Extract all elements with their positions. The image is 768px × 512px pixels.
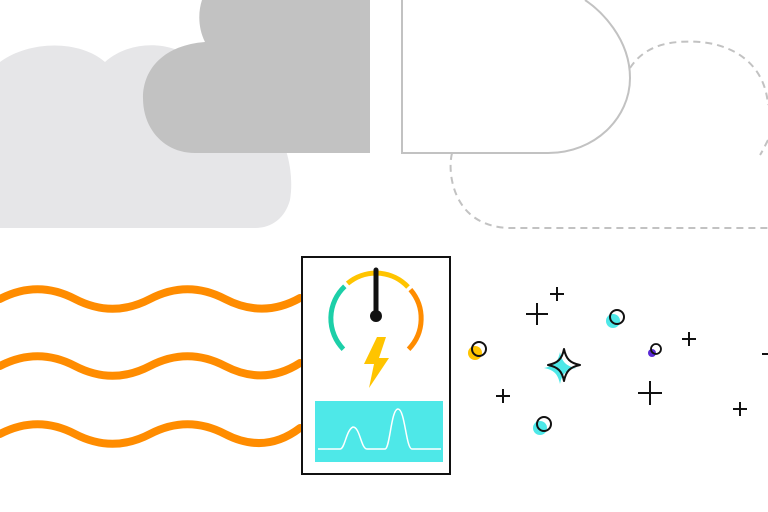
cloud-dashed-edge — [759, 139, 768, 156]
signal-screen — [315, 401, 443, 462]
wave-bottom — [0, 420, 304, 448]
gauge-arc-right — [406, 287, 424, 351]
ring-icon — [533, 416, 552, 435]
energy-meter-panel — [301, 256, 451, 475]
gauge-pivot — [370, 310, 382, 322]
clouds — [0, 0, 768, 229]
plus-marks — [496, 287, 768, 416]
plus-icon — [682, 332, 696, 346]
signal-wave-icon — [318, 408, 441, 450]
lightning-bolt-icon — [364, 337, 389, 388]
particles — [468, 287, 768, 435]
plus-icon — [733, 402, 747, 416]
plus-icon — [496, 389, 510, 403]
wave-top — [0, 285, 304, 313]
heat-waves — [0, 285, 304, 448]
gauge-icon — [328, 267, 424, 351]
cloud-dashed-lower — [449, 152, 768, 229]
four-point-star-icon — [544, 348, 581, 384]
cloud-medium — [143, 0, 370, 153]
plus-icon — [526, 303, 548, 325]
gauge-arc-left — [328, 284, 347, 351]
cloud-dashed — [629, 40, 768, 106]
ring-icon — [648, 343, 662, 357]
ring-icon — [606, 309, 625, 328]
plus-icon — [638, 381, 662, 405]
ring-icon — [468, 341, 487, 360]
plus-icon — [550, 287, 564, 301]
wave-middle — [0, 352, 304, 380]
cloud-outline — [401, 0, 632, 154]
